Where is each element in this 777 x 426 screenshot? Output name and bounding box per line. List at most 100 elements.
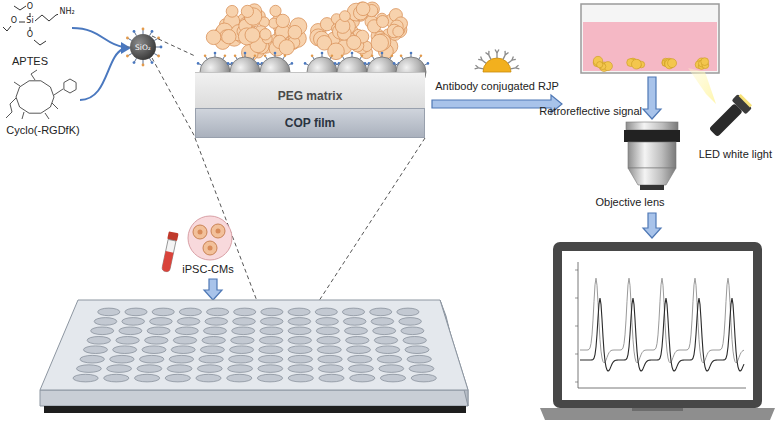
signal-chart bbox=[575, 382, 578, 383]
sphere-ligands bbox=[124, 28, 163, 67]
silica-beads bbox=[227, 62, 230, 65]
peg-matrix-band: PEG matrix bbox=[195, 72, 425, 108]
molecule-name: Cyclo(-RGDfK) bbox=[6, 124, 79, 137]
sphere-ligands bbox=[133, 61, 136, 64]
well-plate bbox=[315, 308, 337, 316]
well-plate bbox=[374, 337, 397, 345]
silica-beads bbox=[214, 52, 217, 55]
atom-label: O bbox=[26, 31, 34, 40]
objective-lens bbox=[624, 122, 680, 190]
well-plate bbox=[345, 327, 368, 335]
led-flashlight bbox=[688, 68, 753, 140]
well-plate bbox=[401, 327, 424, 335]
silica-beads bbox=[291, 62, 294, 65]
well-plate bbox=[257, 374, 282, 382]
laptop bbox=[553, 242, 762, 408]
well-plate bbox=[84, 346, 108, 354]
cyclo-rgdfk-structure bbox=[45, 113, 49, 119]
antibody-rjp-icon bbox=[475, 68, 479, 69]
well-plate bbox=[135, 374, 160, 382]
cardiomyocyte-cluster bbox=[241, 5, 253, 17]
well-plate bbox=[258, 355, 282, 363]
cyclo-rgdfk-structure bbox=[52, 103, 58, 109]
silica-beads bbox=[334, 62, 337, 65]
antibody-rjp-icon bbox=[483, 58, 511, 72]
seeding-arrow bbox=[204, 279, 222, 300]
antibody-rjp-icon bbox=[478, 59, 482, 61]
culture-well bbox=[583, 22, 717, 71]
well-plate bbox=[116, 337, 139, 345]
signal-chart bbox=[575, 262, 746, 388]
culture-well bbox=[581, 4, 719, 73]
well-plate bbox=[171, 346, 195, 354]
objective-lens bbox=[640, 185, 664, 190]
led-flashlight bbox=[688, 68, 716, 104]
aptes-structure bbox=[3, 26, 11, 31]
silica-sphere: SiO₂ bbox=[130, 34, 156, 60]
silica-beads bbox=[197, 62, 200, 65]
sphere-ligands bbox=[151, 61, 154, 64]
cop-film-band: COP film bbox=[195, 108, 425, 138]
well-plate bbox=[403, 337, 426, 345]
well-plate bbox=[145, 337, 168, 345]
well-plate bbox=[87, 337, 110, 345]
well-plate bbox=[288, 355, 312, 363]
node-label: PEG matrix bbox=[278, 89, 343, 103]
silica-beads bbox=[321, 52, 324, 55]
well-plate bbox=[318, 355, 342, 363]
well-plate bbox=[233, 318, 256, 326]
silica-beads bbox=[364, 62, 367, 65]
aptes-structure bbox=[19, 22, 25, 23]
objective-lens bbox=[628, 142, 676, 168]
well-plate bbox=[409, 365, 434, 373]
signal-chart bbox=[575, 270, 578, 271]
silica-beads bbox=[331, 55, 334, 58]
well-plate bbox=[205, 318, 228, 326]
well-plate bbox=[342, 308, 364, 316]
well-plate bbox=[80, 355, 104, 363]
cardiomyocyte-cluster bbox=[206, 30, 221, 45]
cardiomyocyte-cluster bbox=[260, 29, 271, 40]
well-plate bbox=[175, 327, 198, 335]
well-plate bbox=[142, 346, 166, 354]
silica-beads bbox=[391, 55, 394, 58]
well-plate bbox=[147, 327, 170, 335]
well-plate bbox=[140, 355, 164, 363]
cell-suspension bbox=[188, 216, 232, 260]
sample-label: iPSC-CMs bbox=[182, 263, 233, 276]
well-plate bbox=[173, 337, 196, 345]
well-plate bbox=[411, 374, 436, 382]
cyclo-rgdfk-structure bbox=[64, 79, 76, 93]
well-plate bbox=[227, 374, 252, 382]
cardiomyocyte-cluster bbox=[310, 2, 408, 60]
well-plate bbox=[202, 337, 225, 345]
silica-beads bbox=[311, 55, 314, 58]
blood-tube bbox=[162, 239, 176, 272]
sphere-ligands bbox=[126, 37, 129, 40]
output-arrow bbox=[643, 213, 661, 238]
silica-beads bbox=[257, 62, 260, 65]
cardiomyocyte-cluster bbox=[347, 35, 361, 49]
well-plate bbox=[259, 346, 283, 354]
cyclo-rgdfk-structure bbox=[54, 89, 63, 95]
well-plate bbox=[113, 346, 137, 354]
node-label: COP film bbox=[285, 116, 335, 130]
cyclo-rgdfk-structure bbox=[16, 81, 54, 113]
well-plate bbox=[316, 327, 339, 335]
well-plate bbox=[199, 355, 223, 363]
well-plate bbox=[91, 327, 114, 335]
well-plate bbox=[204, 327, 227, 335]
well-plate bbox=[288, 374, 313, 382]
cardiomyocyte-cluster bbox=[279, 40, 294, 55]
laptop bbox=[562, 251, 753, 400]
well-plate bbox=[207, 308, 229, 316]
laptop bbox=[540, 408, 775, 420]
atom-label: Si bbox=[25, 17, 34, 26]
lens-label: Objective lens bbox=[595, 196, 664, 209]
well-plate bbox=[380, 374, 405, 382]
sphere-ligands bbox=[142, 28, 145, 31]
objective-lens bbox=[624, 130, 680, 142]
silica-beads bbox=[284, 55, 287, 58]
well-plate bbox=[346, 337, 369, 345]
